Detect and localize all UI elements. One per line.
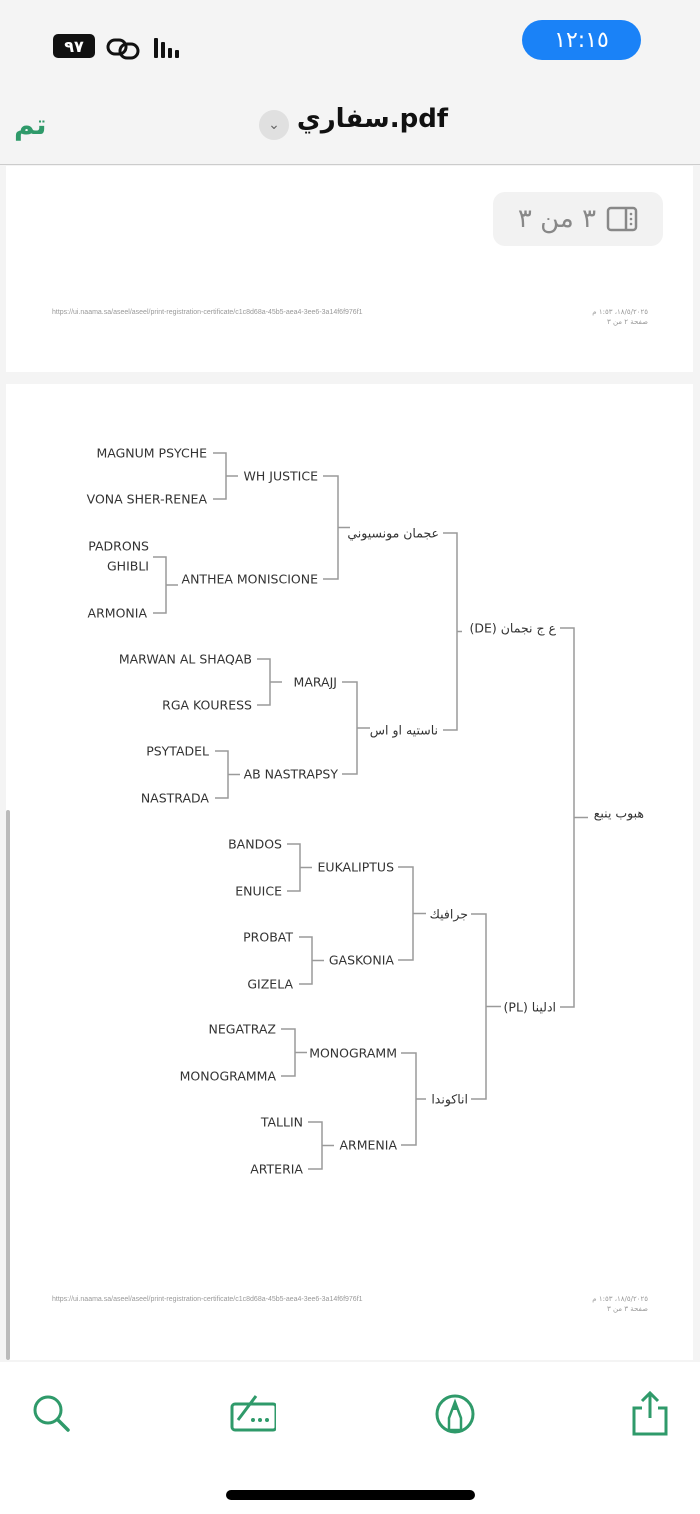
pedigree-node-ssds_extra: PADRONS [88,538,149,554]
pedigree-node-ds: جرافيك [429,906,468,922]
pedigree-node-sdss: MARWAN AL SHAQAB [118,651,252,667]
chevron-down-icon[interactable]: ⌄ [259,110,289,140]
pedigree-node-dam: ادلينا (PL) [503,999,556,1015]
pedigree-node-dssd: ENUICE [235,883,282,899]
link-icon [106,38,140,60]
bracket-line [560,627,588,1008]
bracket-line [215,750,240,799]
pedigree-node-dsdd: GIZELA [247,976,293,992]
document-title: سفاري.pdf [296,104,449,134]
pedigree-node-horse: هبوب ينبع [593,805,644,821]
pedigree-node-sss: WH JUSTICE [243,468,318,484]
status-icons [106,38,179,60]
bracket-line [257,658,282,706]
sidebar-icon [606,206,638,232]
pedigree-node-sdsd: RGA KOURESS [162,697,252,713]
bracket-line [153,556,178,614]
pedigree-node-ddsd: MONOGRAMMA [179,1068,276,1084]
page-indicator-text: ٣ من ٣ [517,204,597,234]
bracket-line [213,452,238,500]
scrollbar[interactable] [6,810,10,1360]
bracket-line [287,843,312,892]
pedigree-node-dsds: PROBAT [243,929,293,945]
pedigree-node-ssss: MAGNUM PSYCHE [96,445,207,461]
bracket-line [308,1121,334,1170]
bracket-line [323,475,350,580]
markup-signature-icon[interactable] [228,1390,276,1438]
pedigree-node-dss: EUKALIPTUS [317,859,394,875]
pedigree-node-dsss: BANDOS [228,836,282,852]
pedigree-node-sds: MARAJJ [293,674,337,690]
signal-icon [154,38,179,58]
pdf-page-3 [6,384,693,1360]
status-time: ١٢:١٥ [522,20,641,60]
pedigree-node-sssd: VONA SHER-RENEA [86,491,207,507]
pedigree-node-ssd: ANTHEA MONISCIONE [181,571,318,587]
bottom-toolbar [0,1362,700,1514]
page-indicator[interactable]: ٣ من ٣ [493,192,663,246]
done-button[interactable]: تم [14,108,47,141]
pedigree-node-ss: عجمان مونسيوني [347,525,439,541]
footer-date: ١٨/٥/٢٠٢٥، ١:٥٣ م صفحة ٣ من ٣ [592,1294,648,1314]
pedigree-node-sdds: PSYTADEL [146,743,209,759]
pedigree-node-ddds: TALLIN [260,1114,303,1130]
footer-url: https://ui.naama.sa/aseel/aseel/print-re… [52,1296,363,1303]
battery-indicator: ٩٧ [53,34,95,58]
pedigree-node-dd: اناكوندا [431,1091,468,1107]
footer-page-number: صفحة ٢ من ٣ [606,318,648,326]
bracket-line [398,866,426,961]
footer-date-text: ١٨/٥/٢٠٢٥، ١:٥٣ م [592,1295,648,1303]
home-indicator[interactable] [226,1490,475,1500]
pedigree-node-dddd: ARTERIA [250,1161,303,1177]
bracket-line [342,681,370,775]
footer-page-number: صفحة ٣ من ٣ [606,1305,648,1313]
pedigree-node-sddd: NASTRADA [140,790,209,806]
bracket-line [299,936,324,985]
pedigree-node-ssdd: ARMONIA [87,605,147,621]
search-icon[interactable] [28,1390,76,1438]
pedigree-node-dds: MONOGRAMM [309,1045,397,1061]
footer-date-text: ١٨/٥/٢٠٢٥، ١:٥٣ م [592,308,648,316]
pedigree-node-ddd: ARMENIA [339,1137,397,1153]
pedigree-node-sire: ع ج نجمان (DE) [469,620,556,636]
footer-url: https://ui.naama.sa/aseel/aseel/print-re… [52,309,363,316]
share-icon[interactable] [626,1390,674,1438]
annotate-pen-icon[interactable] [431,1390,479,1438]
bracket-line [443,532,462,731]
footer-date: ١٨/٥/٢٠٢٥، ١:٥٣ م صفحة ٢ من ٣ [592,307,648,327]
bracket-line [401,1052,426,1146]
bracket-line [471,913,501,1100]
pedigree-node-sd: ناستيه او اس [369,722,438,738]
bracket-line [281,1028,307,1077]
pedigree-node-ddss: NEGATRAZ [208,1021,276,1037]
pedigree-node-ssds: GHIBLI [107,558,149,574]
pedigree-node-sdd: AB NASTRAPSY [243,766,338,782]
divider [0,164,700,165]
pedigree-node-dsd: GASKONIA [328,952,394,968]
